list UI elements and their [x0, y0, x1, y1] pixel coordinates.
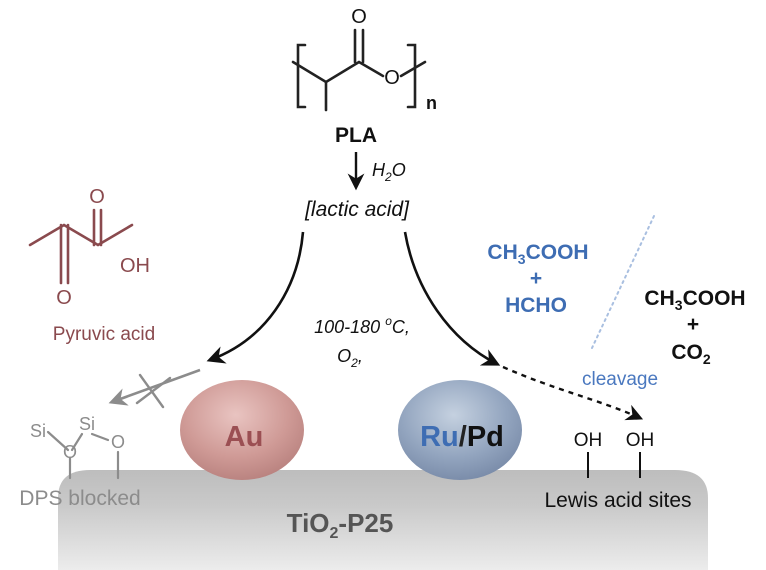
black-product-co2: CO2: [671, 341, 711, 367]
pyruvic-hydroxyl: OH: [120, 255, 150, 277]
si-right: Si: [79, 414, 95, 434]
blocked-arrow: [108, 368, 201, 406]
pyruvic-acid-label: Pyruvic acid: [53, 324, 155, 345]
pla-label: PLA: [335, 124, 377, 147]
cleavage-label: cleavage: [582, 369, 658, 390]
ester-oxygen: O: [384, 67, 400, 89]
blue-product-formaldehyde: HCHO: [505, 294, 567, 317]
pyruvic-carbonyl-o-top: O: [89, 186, 105, 208]
support-label: TiO2-P25: [287, 508, 394, 542]
lactic-acid-label: [lactic acid]: [304, 198, 410, 221]
o-left: O: [63, 442, 77, 462]
ru-pd-nanoparticle: [398, 380, 522, 480]
carbonyl-oxygen: O: [351, 6, 367, 28]
au-nanoparticle: [180, 380, 304, 480]
right-bracket: [406, 43, 417, 109]
pla-structure: [291, 28, 427, 112]
blocked-cross-icon: [135, 373, 172, 409]
au-label: Au: [225, 421, 264, 453]
tio2-support: [58, 470, 708, 570]
si-left: Si: [30, 421, 46, 441]
silyl-group: [46, 430, 120, 480]
blue-plus: +: [530, 267, 542, 290]
water-label: H2O: [372, 160, 406, 184]
left-curved-arrow: [206, 231, 305, 364]
pla-backbone: [291, 60, 385, 84]
dashed-arrow: [502, 365, 644, 421]
black-product-acetic: CH3COOH: [644, 287, 745, 313]
pyruvic-acid-structure: [28, 208, 134, 285]
dps-blocked-label: DPS blocked: [19, 487, 140, 510]
oh-left: OH: [574, 430, 603, 451]
black-plus: +: [687, 313, 699, 336]
blue-product-acetic: CH3COOH: [487, 241, 588, 267]
oh-right: OH: [626, 430, 655, 451]
temperature-condition: 100-180 oC,: [314, 314, 410, 337]
dotted-divider: [591, 215, 655, 349]
left-bracket: [296, 43, 307, 109]
o-right: O: [111, 432, 125, 452]
pyruvic-carbonyl-o-bottom: O: [56, 287, 72, 309]
repeat-subscript: n: [426, 93, 437, 113]
right-curved-arrow: [403, 231, 501, 366]
lewis-acid-label: Lewis acid sites: [544, 489, 691, 512]
ru-pd-label: Ru/Pd: [420, 421, 504, 453]
oxygen-condition: O2,: [337, 346, 363, 370]
